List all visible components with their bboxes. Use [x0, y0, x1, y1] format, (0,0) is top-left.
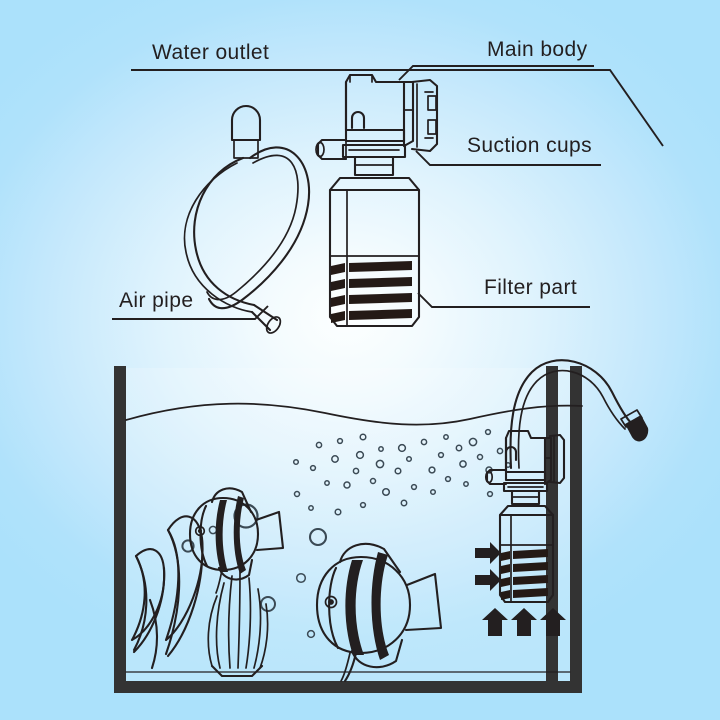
- filter-device-in-tank: [484, 359, 649, 604]
- tank-floor: [114, 681, 582, 693]
- fish-small: [188, 487, 285, 594]
- aquarium-tank: [114, 359, 649, 693]
- filter-part-body: [328, 176, 421, 328]
- label-filter-part: Filter part: [484, 276, 578, 299]
- filter-device-exploded: [315, 73, 439, 328]
- tank-wall-outer-right: [570, 366, 582, 693]
- pump-flange: [341, 143, 407, 177]
- water-outlet-part: [315, 110, 366, 161]
- filter-slots: [331, 261, 412, 323]
- outflow-arrows: [482, 608, 566, 636]
- leader-line-main-body: [398, 65, 594, 81]
- water-surface-line: [125, 402, 583, 426]
- fish-large: [315, 543, 443, 683]
- tank-wall-left: [114, 366, 126, 689]
- filter-slots-in-tank: [501, 549, 548, 600]
- aquarium-plant-small: [207, 569, 269, 678]
- leader-line-filter-part: [417, 292, 590, 308]
- leader-line-suction-cups: [415, 150, 601, 166]
- air-pipe-part: [183, 105, 311, 334]
- main-body-part: [344, 73, 415, 148]
- bubble-stream: [181, 428, 511, 639]
- leader-line-water-outlet: [131, 69, 664, 147]
- intake-arrows: [475, 542, 501, 591]
- label-main-body: Main body: [487, 38, 588, 61]
- suction-cups-part: [410, 78, 439, 153]
- air-pipe-in-tank: [509, 359, 649, 470]
- label-suction-cups: Suction cups: [467, 134, 593, 157]
- label-water-outlet: Water outlet: [152, 41, 270, 64]
- label-air-pipe: Air pipe: [119, 289, 194, 312]
